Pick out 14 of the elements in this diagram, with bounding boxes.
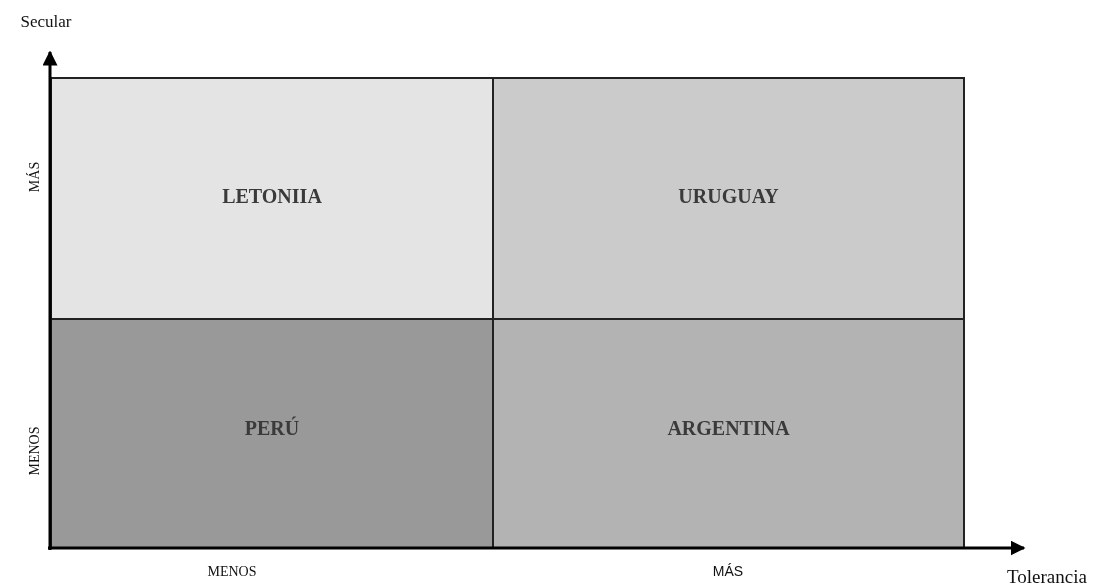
quadrant-box xyxy=(492,77,965,320)
quadrant-box xyxy=(50,77,494,320)
axis-label: MENOS xyxy=(27,426,43,476)
quadrant-box xyxy=(492,318,965,549)
quadrant-label: LETONIIA xyxy=(222,185,322,208)
axis-label: Tolerancia xyxy=(1007,566,1087,587)
axis-label: MENOS xyxy=(207,564,257,580)
axis-label: MÁS xyxy=(27,161,43,193)
quadrant-label: URUGUAY xyxy=(678,185,779,208)
quadrant-label: ARGENTINA xyxy=(667,417,790,440)
axis-label: Secular xyxy=(20,12,72,32)
axis-label: MÁS xyxy=(712,563,744,579)
quadrant-box xyxy=(50,318,494,549)
quadrant-label: PERÚ xyxy=(244,417,300,440)
